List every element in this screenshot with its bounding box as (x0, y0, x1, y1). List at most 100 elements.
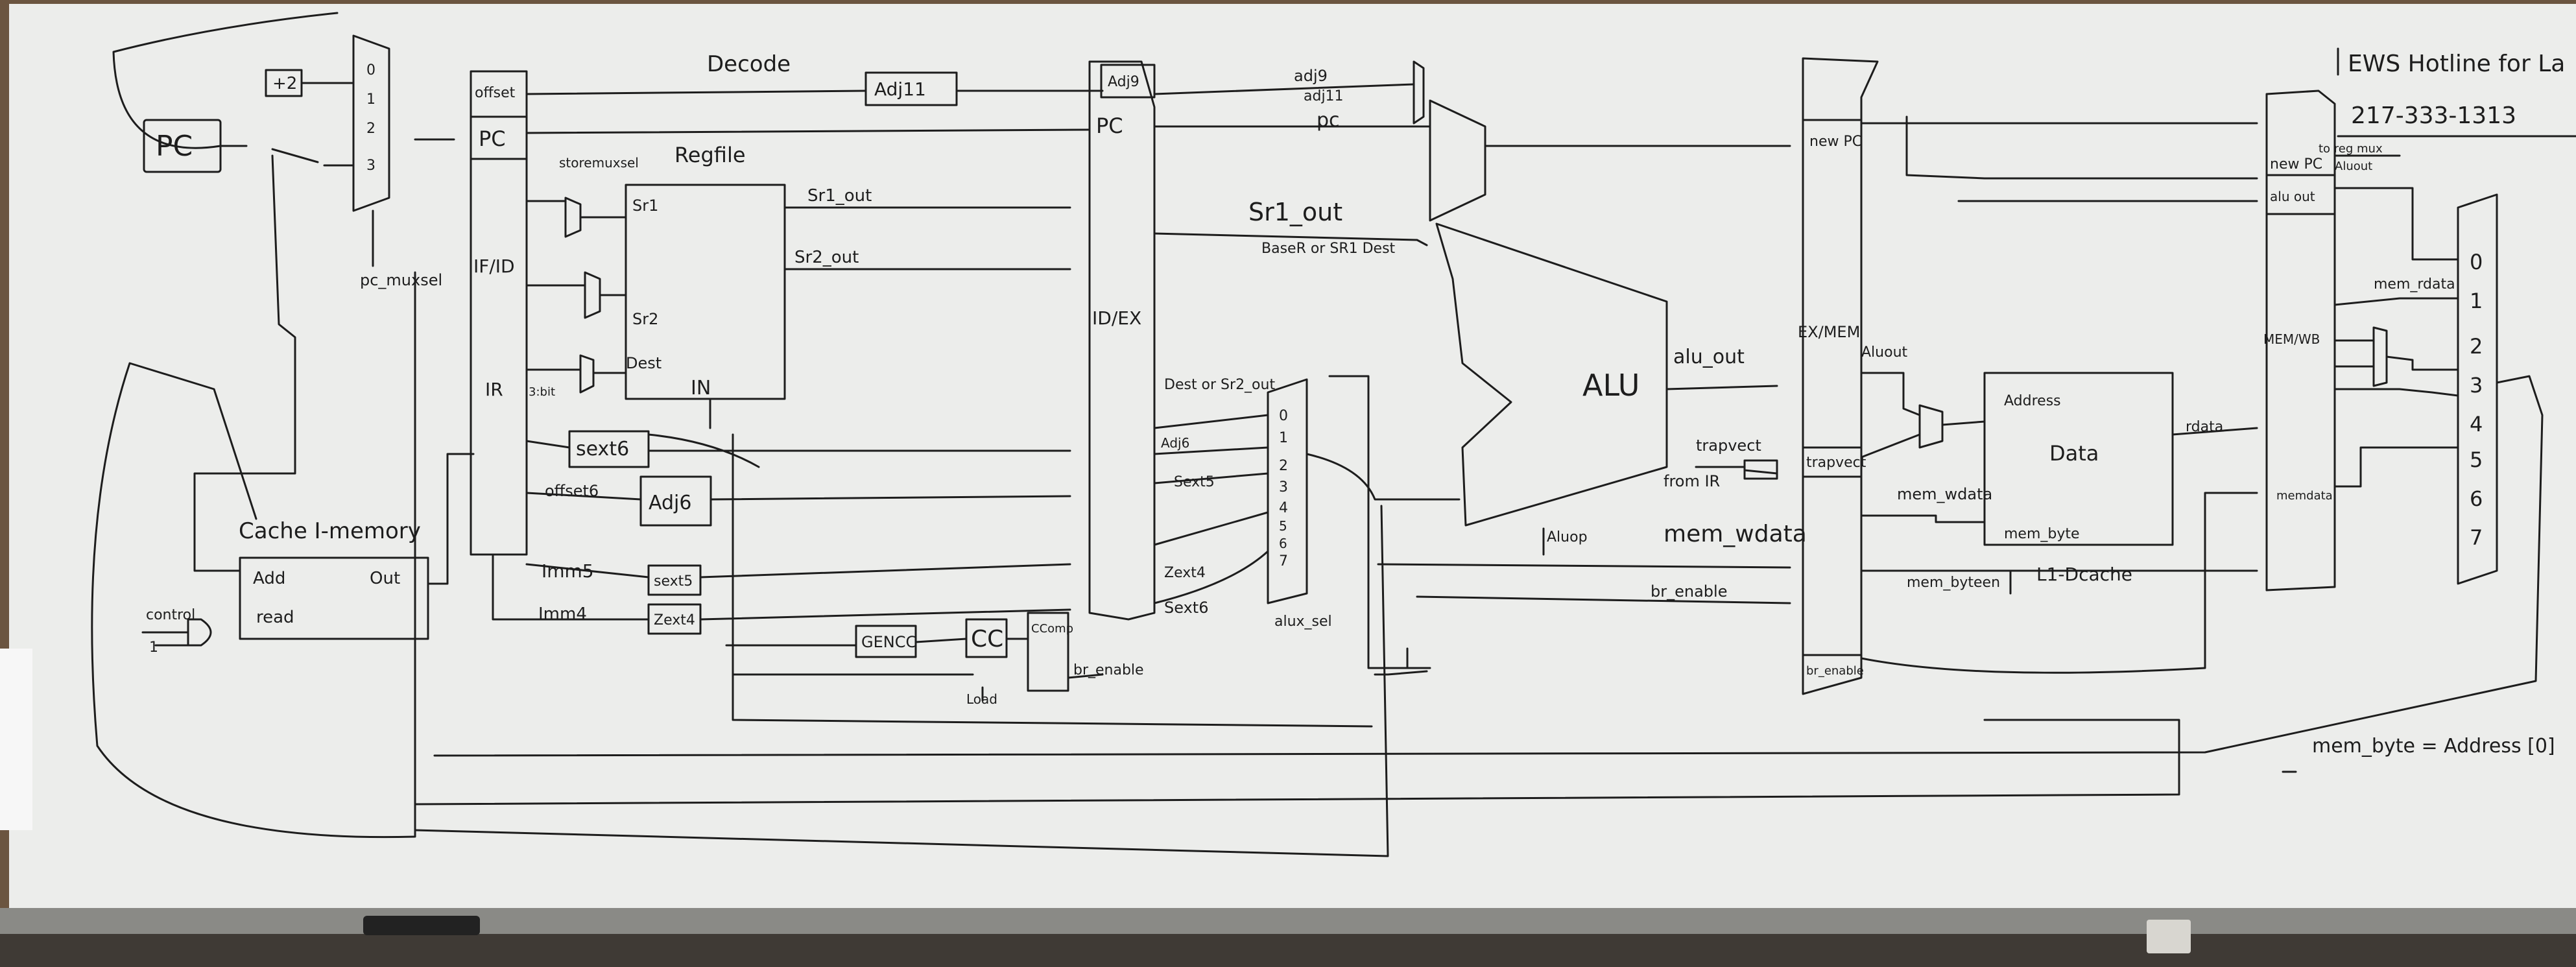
in-label: IN (691, 377, 711, 400)
ews-note-divider (2337, 47, 2576, 137)
pc-exec-label: pc (1317, 109, 1340, 132)
exmem-register (1802, 57, 1879, 695)
ews-hotline-label: EWS Hotline for La (2348, 51, 2565, 77)
mem-byteen-label: mem_byteen (1907, 575, 2000, 591)
ifid-dividers (470, 115, 528, 160)
adj9-exec-label: adj9 (1294, 67, 1328, 85)
regfile-box (625, 184, 786, 400)
trapvect-small-box (1743, 459, 1778, 480)
l1-dcache-label: L1-Dcache (2036, 564, 2132, 585)
memwb-alu-out-label: alu out (2270, 189, 2315, 204)
pcmux-sel-label: pc_muxsel (360, 271, 442, 289)
data-memory-address-label: Address (2004, 393, 2061, 409)
exmem-trapvect-label: trapvect (1806, 455, 1866, 471)
exmem-title: EX/MEM (1798, 323, 1860, 341)
decode-wires (492, 90, 1373, 728)
imem-read-label: read (256, 608, 294, 627)
idex-title: ID/EX (1092, 307, 1141, 329)
mem-byte-equation: mem_byte = Address [0] (2312, 735, 2555, 758)
wb-wires (433, 154, 2544, 773)
mem-rdata-wb-label: mem_rdata (2374, 276, 2455, 292)
adj11-box-label: Adj11 (874, 78, 926, 100)
ifid-pc-label: PC (479, 126, 506, 151)
to-regmux-label: to reg mux (2319, 142, 2383, 156)
alumux-input-4: 4 (1279, 500, 1288, 516)
ews-phone-label: 217-333-1313 (2351, 102, 2516, 129)
alu-label: ALU (1582, 368, 1640, 403)
sr1-label: Sr1 (632, 197, 658, 215)
data-memory-box (1983, 372, 2174, 546)
aluout-mem-label: Aluout (1861, 344, 1908, 361)
alu-out-label: alu_out (1673, 346, 1745, 368)
plus2-label: +2 (272, 74, 297, 93)
memwb-new-pc-label: new PC (2270, 156, 2322, 173)
wbmux-input-0: 0 (2470, 250, 2483, 274)
memwb-register (2265, 90, 2336, 591)
from-ir-label: from IR (1664, 472, 1720, 490)
sr2-label: Sr2 (632, 310, 658, 328)
idex-register (1088, 60, 1156, 621)
load-label: Load (966, 691, 997, 707)
rdata-label: rdata (2186, 419, 2223, 435)
eraser (363, 916, 480, 935)
imm4-label: Imm4 (538, 604, 587, 624)
sr1-mux (564, 197, 582, 238)
alumux-input-6: 6 (1279, 536, 1287, 551)
alu-shape (1435, 222, 1668, 527)
control-label: control (146, 607, 195, 623)
cache-imem-title: Cache I-memory (239, 518, 421, 544)
dest-mux (579, 354, 595, 394)
sr1-out-big-label: Sr1_out (1248, 198, 1342, 226)
sext6-exec-label: Sext6 (1164, 599, 1208, 617)
bit3-label: 3:bit (529, 385, 555, 399)
adj6-box (639, 475, 712, 527)
mem-wdata-mem-label: mem_wdata (1897, 485, 1992, 503)
storemuxsel-label: storemuxsel (559, 155, 639, 171)
alumux-input-0: 0 (1279, 408, 1288, 424)
wbmux-input-4: 4 (2470, 412, 2483, 436)
alumux-input-2: 2 (1279, 458, 1288, 474)
imem-out-label: Out (370, 569, 400, 588)
sext5-box-label: sext5 (654, 573, 693, 590)
zext4-exec-label: Zext4 (1164, 565, 1206, 581)
data-memory-mem-byte-label: mem_byte (2004, 526, 2080, 542)
alumux-input-5: 5 (1279, 518, 1287, 534)
ifid-offset-label: offset (475, 85, 516, 101)
regfile-title: Regfile (674, 143, 746, 167)
imem-wires (91, 154, 475, 839)
pc-mux (352, 34, 390, 212)
memwb-dividers (2265, 174, 2336, 215)
wall-outlet (2147, 920, 2191, 953)
dest-label: Dest (626, 354, 662, 372)
cache-imem-box (239, 556, 429, 640)
alumux-input-3: 3 (1279, 479, 1288, 495)
whiteboard-surface (9, 4, 2576, 918)
sr1-out-label: Sr1_out (807, 186, 872, 206)
pcmux-input-0: 0 (366, 62, 376, 78)
aluout-wb-label: Aluout (2335, 160, 2372, 173)
paper-note (0, 649, 32, 830)
imm5-label: Imm5 (542, 560, 594, 582)
pc-label: PC (156, 130, 193, 163)
cc-box-label: CC (971, 626, 1003, 652)
trapvect-label: trapvect (1696, 436, 1761, 455)
sr2-out-label: Sr2_out (794, 248, 859, 267)
execute-wires (414, 83, 1791, 857)
imem-control-gate (187, 618, 212, 647)
memwb-memdata-label: memdata (2276, 489, 2333, 503)
sext5-box (647, 564, 702, 596)
zext4-box-label: Zext4 (654, 612, 695, 628)
gencc-box-label: GENCC (861, 633, 916, 651)
data-memory-title: Data (2049, 441, 2099, 466)
wbmux-input-7: 7 (2470, 525, 2483, 550)
decode-label: Decode (707, 51, 791, 77)
wbmux-input-2: 2 (2470, 334, 2483, 359)
pcmux-input-3: 3 (366, 158, 376, 174)
fetch-wires (112, 12, 455, 267)
idex-pc-label: PC (1096, 113, 1123, 138)
adj9-box-label: Adj9 (1108, 74, 1139, 90)
sext5-exec-label: Sext5 (1174, 474, 1215, 490)
ccomp-box (1027, 612, 1069, 692)
sr2-mux (584, 271, 601, 319)
